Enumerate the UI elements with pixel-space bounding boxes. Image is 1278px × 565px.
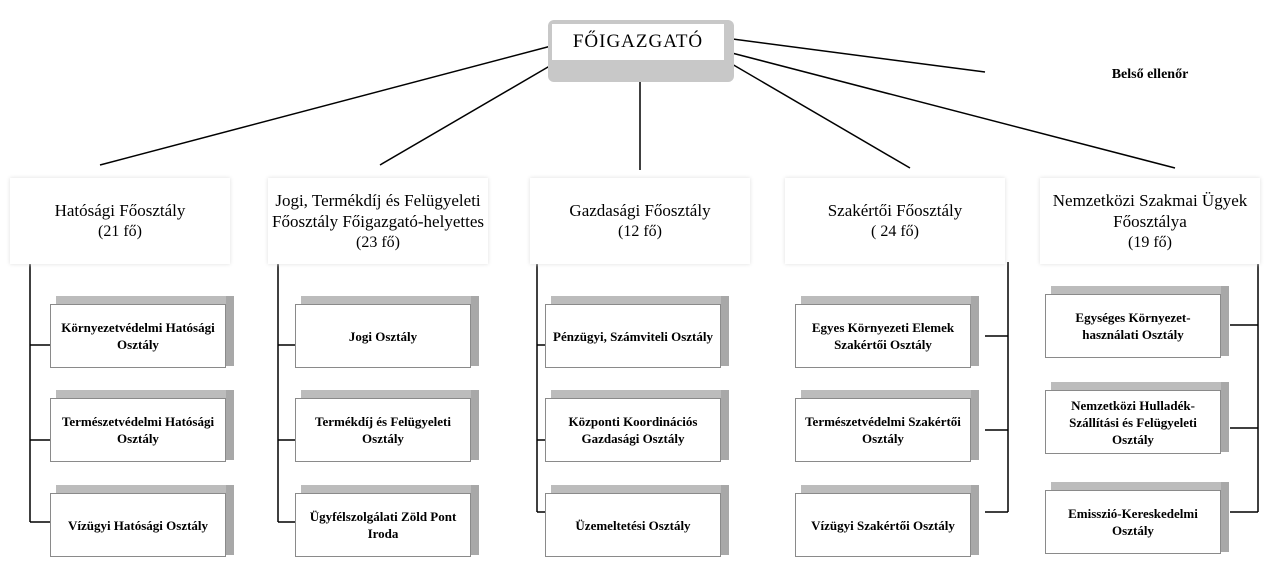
department-headcount: (23 fő) [356,233,400,251]
unit-name: Egyes Környezeti Elemek Szakértői Osztál… [795,304,971,368]
unit-name: Vízügyi Szakértői Osztály [795,493,971,557]
unit-box: Jogi Osztály [295,296,479,368]
department-name: Szakértői Főosztály [827,201,963,220]
department-headcount: (12 fő) [618,223,662,240]
unit-box: Természetvédelmi Szakértői Osztály [795,390,979,462]
department-header: Szakértői Főosztály ( 24 fő) [785,178,1005,264]
unit-box: Környezetvédelmi Hatósági Osztály [50,296,234,368]
unit-name: Jogi Osztály [295,304,471,368]
unit-name: Természetvédelmi Szakértői Osztály [795,398,971,462]
unit-box: Egységes Környezet-használati Osztály [1045,286,1229,358]
unit-name: Természetvédelmi Hatósági Osztály [50,398,226,462]
director-general-title: FŐIGAZGATÓ [552,24,724,60]
department-name: Nemzetközi Szakmai Ügyek Főosztálya [1052,190,1248,231]
unit-name: Vízügyi Hatósági Osztály [50,493,226,557]
unit-box: Üzemeltetési Osztály [545,485,729,557]
department-header: Nemzetközi Szakmai Ügyek Főosztálya (19 f… [1040,178,1260,264]
department-headcount: (19 fő) [1128,233,1172,251]
department-name: Gazdasági Főosztály [569,201,711,220]
unit-box: Egyes Környezeti Elemek Szakértői Osztál… [795,296,979,368]
unit-box: Termékdíj és Felügyeleti Osztály [295,390,479,462]
unit-box: Emisszió-Kereskedelmi Osztály [1045,482,1229,554]
unit-name: Emisszió-Kereskedelmi Osztály [1045,490,1221,554]
unit-name: Termékdíj és Felügyeleti Osztály [295,398,471,462]
department-header: Gazdasági Főosztály (12 fő) [530,178,750,264]
department-headcount: ( 24 fő) [871,223,919,240]
department-header: Hatósági Főosztály (21 fő) [10,178,230,264]
unit-box: Vízügyi Szakértői Osztály [795,485,979,557]
unit-name: Üzemeltetési Osztály [545,493,721,557]
unit-name: Központi Koordinációs Gazdasági Osztály [545,398,721,462]
department-name: Hatósági Főosztály [54,201,186,220]
unit-box: Ügyfélszolgálati Zöld Pont Iroda [295,485,479,557]
department-header: Jogi, Termékdíj és Felügyeleti Főosztály… [268,178,488,264]
unit-box: Vízügyi Hatósági Osztály [50,485,234,557]
internal-audit-label: Belső ellenőr [1090,62,1210,88]
department-headcount: (21 fő) [98,223,142,240]
unit-box: Pénzügyi, Számviteli Osztály [545,296,729,368]
unit-box: Központi Koordinációs Gazdasági Osztály [545,390,729,462]
unit-name: Egységes Környezet-használati Osztály [1045,294,1221,358]
unit-box: Természetvédelmi Hatósági Osztály [50,390,234,462]
unit-name: Nemzetközi Hulladék-Szállítási és Felügy… [1045,390,1221,454]
director-general-box: FŐIGAZGATÓ [548,20,734,82]
unit-name: Ügyfélszolgálati Zöld Pont Iroda [295,493,471,557]
unit-name: Környezetvédelmi Hatósági Osztály [50,304,226,368]
unit-box: Nemzetközi Hulladék-Szállítási és Felügy… [1045,382,1229,454]
department-name: Jogi, Termékdíj és Felügyeleti Főosztály… [272,190,484,231]
unit-name: Pénzügyi, Számviteli Osztály [545,304,721,368]
